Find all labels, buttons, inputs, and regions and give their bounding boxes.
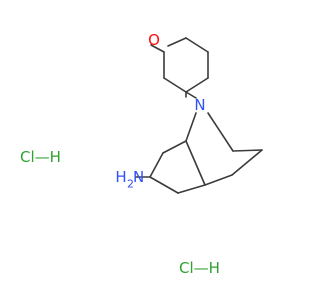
oxygen-atom-label: O — [148, 31, 160, 49]
bond-bh-right-c6 — [204, 174, 233, 186]
amine-h-subscript: 2 — [127, 178, 134, 191]
bond-c4-c5 — [185, 77, 209, 93]
bond-c2-c3 — [149, 152, 164, 178]
bond-bh-left-c2 — [162, 140, 187, 154]
bond-bh-left-bh-right-path — [185, 140, 206, 186]
hcl-salt-label-2: Cl—H — [179, 259, 220, 277]
bond-n-bridgehead-left — [185, 112, 197, 142]
bond-c1-o — [150, 44, 165, 53]
molecule-structure-diagram: O N H 2 N Cl—H Cl—H — [20, 31, 263, 277]
bond-c2-c3 — [185, 37, 209, 53]
bond-c6-c7 — [231, 149, 263, 176]
bond-oxane-to-nitrogen-lower — [185, 91, 197, 99]
bond-c5-c6 — [163, 77, 187, 93]
bridge-nitrogen-label: N — [194, 96, 205, 114]
bond-o-c2 — [167, 37, 187, 47]
bond-c3-c4 — [149, 176, 179, 194]
hcl-salt-label-1: Cl—H — [20, 148, 61, 166]
oxane-ring — [150, 37, 209, 93]
bond-c4-bh-right — [177, 184, 206, 194]
amine-h-label: H — [115, 168, 126, 186]
bond-c7-bh — [232, 149, 263, 152]
azabicyclo-framework — [149, 112, 263, 194]
amine-group: H 2 N — [115, 168, 144, 191]
bond-n-bridgehead-right — [207, 112, 234, 152]
amine-n-label: N — [133, 168, 144, 186]
